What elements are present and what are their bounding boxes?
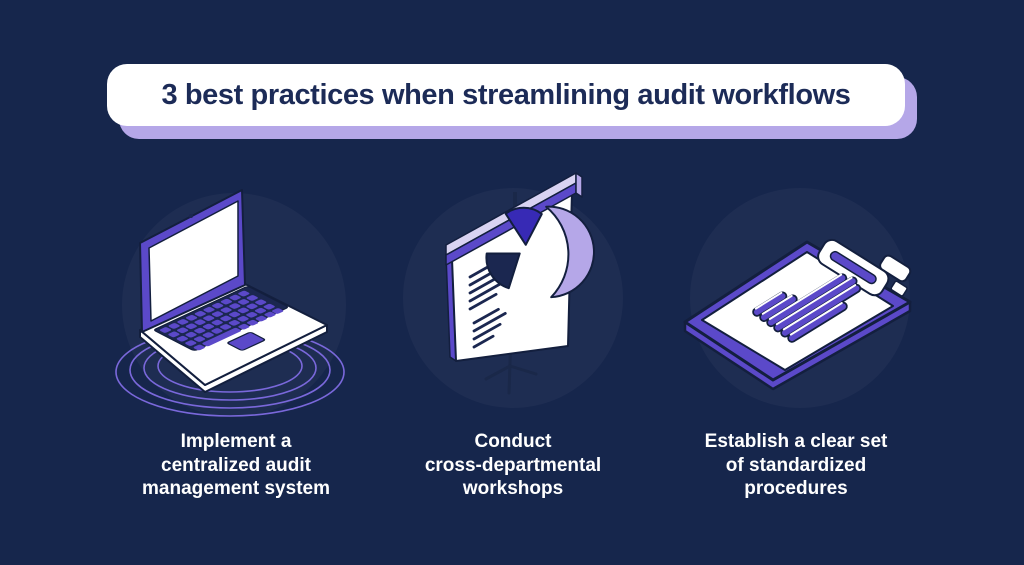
clipboard-illustration bbox=[683, 238, 912, 391]
page-title: 3 best practices when streamlining audit… bbox=[161, 78, 851, 111]
pie-slice-indigo bbox=[504, 206, 543, 246]
pie-chart bbox=[485, 205, 595, 299]
caption-1: Implement a centralized audit management… bbox=[142, 431, 330, 499]
webcam-dot bbox=[189, 214, 193, 218]
laptop-illustration bbox=[115, 189, 345, 417]
laptop-lid bbox=[139, 189, 246, 333]
laptop-base bbox=[139, 282, 328, 393]
pie-slice-lavender bbox=[545, 205, 595, 299]
keyboard bbox=[154, 286, 289, 351]
presentation-screen-illustration bbox=[445, 172, 595, 395]
pie-slice-navy bbox=[485, 252, 521, 290]
clipboard-clip bbox=[817, 238, 912, 297]
caption-2: Conduct cross-departmental workshops bbox=[424, 431, 602, 499]
caption-3: Establish a clear set of standardized pr… bbox=[704, 431, 888, 499]
trackpad bbox=[227, 332, 266, 351]
title-banner: 3 best practices when streamlining audit… bbox=[107, 64, 905, 126]
document-text-bars bbox=[752, 273, 862, 343]
laptop-screen bbox=[148, 200, 239, 322]
